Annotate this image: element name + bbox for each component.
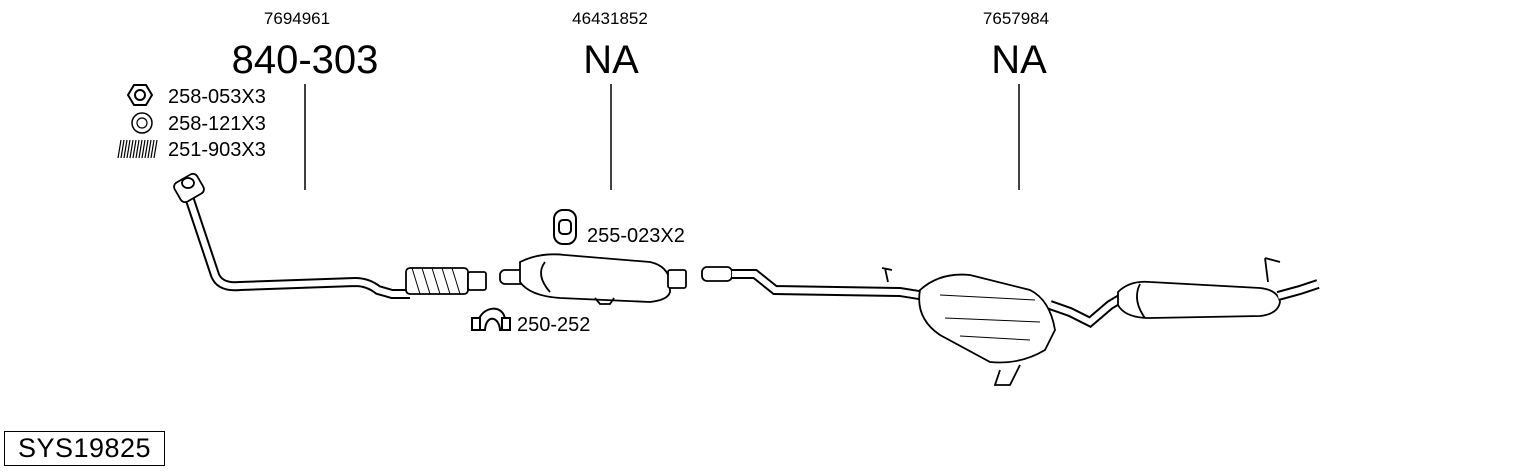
oem-number-middle-silencer: 46431852: [572, 9, 648, 28]
clamp-icon: [471, 307, 511, 331]
system-id-box: SYS19825: [4, 431, 165, 466]
spring-icon: [117, 139, 158, 159]
nut-icon: [126, 84, 154, 106]
accessory-label-clamp: 250-252: [517, 314, 590, 336]
rear-section-drawing: [701, 257, 1320, 386]
oem-number-front-pipe: 7694961: [264, 9, 330, 28]
middle-silencer-drawing: [499, 253, 687, 305]
washer-icon: [131, 112, 153, 134]
part-number-rear-silencer: NA: [991, 38, 1047, 82]
accessory-label-washer: 258-121X3: [168, 113, 266, 135]
accessory-label-nut: 258-053X3: [168, 86, 266, 108]
accessory-label-spring: 251-903X3: [168, 139, 266, 161]
accessory-label-rubber-hanger: 255-023X2: [587, 225, 685, 247]
front-pipe-drawing: [173, 172, 487, 299]
rubber-hanger-icon: [553, 209, 577, 245]
part-number-middle-silencer: NA: [583, 38, 639, 82]
oem-number-rear-silencer: 7657984: [983, 9, 1049, 28]
part-number-front-pipe: 840-303: [232, 38, 379, 82]
